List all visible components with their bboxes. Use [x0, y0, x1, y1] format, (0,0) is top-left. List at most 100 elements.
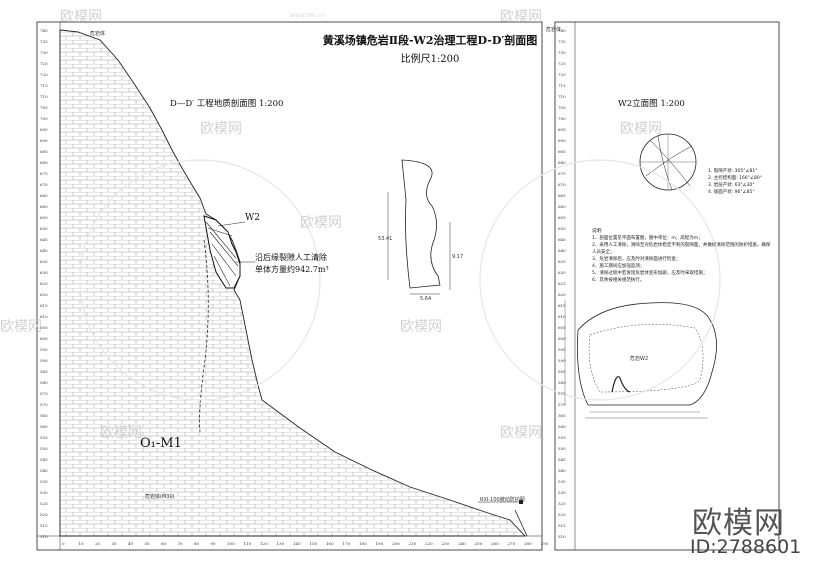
- note-item: 1、剖面位置见平面布置图，图中单位：m，高程为m；: [592, 236, 703, 241]
- elevation-tick: 540: [558, 468, 566, 473]
- elevation-tick: 690: [40, 138, 48, 143]
- elevation-tick: 695: [558, 127, 566, 132]
- elevation-tick: 595: [558, 347, 566, 352]
- watermark: 欧模网: [300, 215, 342, 231]
- watermark: 欧模网: [620, 121, 662, 137]
- elevation-tick: 565: [558, 413, 566, 418]
- watermark: 欧模网: [500, 425, 542, 441]
- elevation-tick: 655: [558, 215, 566, 220]
- brand-logo-text: 欧模网: [692, 506, 785, 541]
- distance-tick: 100: [227, 541, 235, 546]
- elevation-tick: 705: [40, 105, 48, 110]
- elevation-tick: 625: [40, 281, 48, 286]
- distance-tick: 50: [145, 541, 151, 546]
- clearing-note-1: 沿后缘裂隙人工清除: [255, 253, 327, 262]
- distance-tick: 260: [491, 541, 499, 546]
- elevation-tick: 570: [558, 402, 566, 407]
- w2-profile: [401, 159, 441, 289]
- dim-2: 9.17: [452, 254, 464, 260]
- distance-tick: 270: [508, 541, 516, 546]
- elevation-tick: 665: [40, 193, 48, 198]
- elevation-tick: 650: [558, 226, 566, 231]
- elevation-tick: 670: [40, 182, 48, 187]
- distance-tick: 290: [541, 541, 549, 546]
- distance-tick: 160: [326, 541, 334, 546]
- distance-tick: 280: [524, 541, 532, 546]
- note-item: 4、施工期间应加强监测；: [592, 264, 645, 269]
- elevation-tick: 715: [558, 83, 566, 88]
- elevation-tick: 630: [40, 270, 48, 275]
- elevation-tick: 635: [40, 259, 48, 264]
- elevation-tick: 565: [40, 413, 48, 418]
- elevation-tick: 700: [40, 116, 48, 121]
- elevation-tick: 615: [40, 303, 48, 308]
- elevation-tick: 605: [40, 325, 48, 330]
- elevation-tick: 680: [558, 160, 566, 165]
- elevation-tick: 630: [558, 270, 566, 275]
- elevation-tick: 530: [40, 490, 48, 495]
- stereonet-legend: 1. 裂隙产状: 305°∠81° 2. 主控结构面: 166°∠80° 3. …: [708, 168, 762, 196]
- distance-tick: 20: [95, 541, 101, 546]
- elevation-outline: [577, 302, 717, 406]
- elevation-tick: 675: [558, 171, 566, 176]
- elevation-tick: 690: [558, 138, 566, 143]
- watermark: 欧模网: [0, 319, 42, 335]
- elevation-tick: 640: [558, 248, 566, 253]
- elevation-tick: 510: [558, 534, 566, 539]
- distance-tick: 250: [475, 541, 483, 546]
- elevation-tick: 580: [558, 380, 566, 385]
- elevation-tick: 665: [558, 193, 566, 198]
- right-frame: [554, 21, 780, 551]
- distance-tick: 30: [112, 541, 118, 546]
- brand-id: ID:2788601: [690, 536, 802, 558]
- elevation-tick: 550: [558, 446, 566, 451]
- elevation-tick: 725: [558, 61, 566, 66]
- elevation-tick: 730: [40, 50, 48, 55]
- note-item: 3、危岩清除后，应及时对清除面进行检查；: [592, 257, 681, 262]
- elevation-tick: 735: [40, 39, 48, 44]
- watermark: 欧模网: [500, 9, 542, 25]
- section-label: D—D′ 工程地质剖面图 1:200: [170, 99, 284, 109]
- notes-title: 说明:: [592, 229, 603, 234]
- distance-tick: 120: [260, 541, 268, 546]
- elevation-tick: 685: [558, 149, 566, 154]
- elevation-tick: 575: [40, 391, 48, 396]
- elevation-tick: 575: [558, 391, 566, 396]
- elevation-tick: 525: [40, 501, 48, 506]
- elevation-tick: 600: [558, 336, 566, 341]
- elevation-tick: 590: [558, 358, 566, 363]
- distance-tick: 170: [343, 541, 351, 546]
- elevation-tick: 585: [40, 369, 48, 374]
- rock-mass: [59, 29, 527, 537]
- elevation-tick: 530: [558, 490, 566, 495]
- legend-item: 1. 裂隙产状: 305°∠81°: [708, 169, 758, 174]
- watermark: 欧模网: [60, 9, 102, 25]
- clearing-line: [199, 239, 209, 433]
- elevation-tick: 695: [40, 127, 48, 132]
- distance-tick: 40: [128, 541, 134, 546]
- elevation-tick: 655: [40, 215, 48, 220]
- top-right-tag: 危岩体: [546, 27, 562, 33]
- rock-label: O₁-M1: [140, 436, 182, 451]
- elevation-tick: 590: [40, 358, 48, 363]
- elevation-tick: 660: [558, 204, 566, 209]
- left-frame: [36, 21, 543, 551]
- drawing-scale: 比例尺1:200: [400, 54, 460, 65]
- elevation-tick: 685: [40, 149, 48, 154]
- distance-tick: 70: [178, 541, 184, 546]
- elevation-tick: 585: [558, 369, 566, 374]
- distance-tick: 230: [442, 541, 450, 546]
- elevation-tick: 570: [40, 402, 48, 407]
- distance-tick: 110: [244, 541, 252, 546]
- dim-3: 5.64: [420, 296, 432, 302]
- elevation-tick: 725: [40, 61, 48, 66]
- elevation-tick: 710: [40, 94, 48, 99]
- elevation-tick: 600: [40, 336, 48, 341]
- elevation-tick: 635: [558, 259, 566, 264]
- elevation-tick: 720: [558, 72, 566, 77]
- watermark-url: www.om.cn: [290, 12, 325, 19]
- distance-tick: 150: [310, 541, 318, 546]
- elevation-tick: 615: [558, 303, 566, 308]
